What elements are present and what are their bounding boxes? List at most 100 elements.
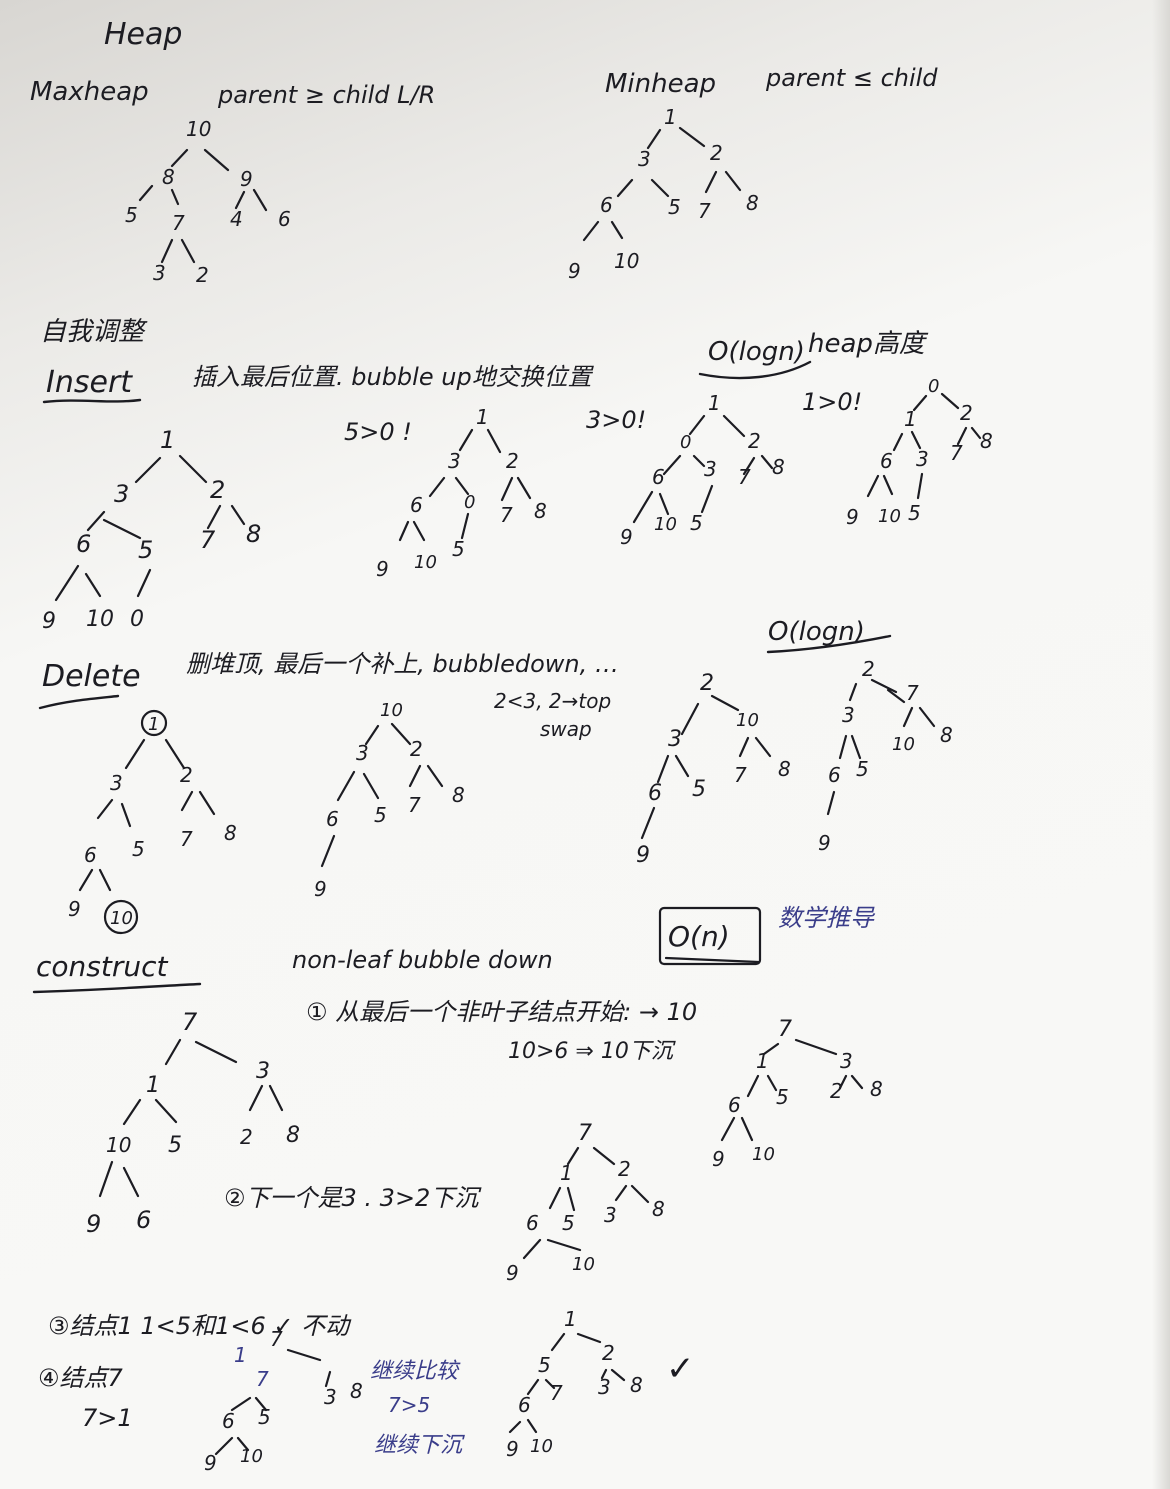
tree-node: 10 [572, 1254, 595, 1275]
construct-tree-step-1: 7 1 3 6 5 2 8 9 10 [712, 1017, 883, 1171]
tree-node: 3 [114, 480, 129, 508]
tree-node: 1 [148, 714, 159, 735]
construct-tree-step-2: 7 1 2 6 5 3 8 9 10 [506, 1121, 665, 1285]
construct-step-2: ②下一个是3 . 3>2下沉 [224, 1184, 482, 1212]
tree-node: 5 [690, 511, 703, 535]
box-underline [664, 956, 760, 964]
tree-node: 0 [680, 432, 691, 453]
maxheap-rule: parent ≥ child L/R [217, 81, 435, 109]
tree-node: 1 [234, 1343, 247, 1367]
tree-node: 9 [42, 609, 56, 634]
tree-node: 5 [132, 837, 145, 861]
maxheap-tree: 10 8 9 5 7 4 6 3 2 [125, 117, 291, 287]
tree-node: 0 [464, 492, 475, 513]
tree-node: 8 [350, 1379, 363, 1403]
tree-node: 9 [846, 505, 859, 529]
tree-node: 9 [86, 1210, 101, 1238]
delete-tree-2: 10 3 2 6 5 7 8 9 [314, 700, 465, 901]
tree-node: 8 [772, 455, 785, 479]
tree-node: 3 [916, 447, 929, 471]
tree-node: 10 [186, 117, 211, 141]
insert-step-1: 5>0 ! [344, 418, 412, 446]
insert-description: 插入最后位置. bubble up地交换位置 [192, 363, 595, 391]
tree-node: 2 [506, 449, 519, 473]
tree-node: 10 [110, 908, 133, 929]
tree-node: 1 [756, 1049, 769, 1073]
construct-step-1b: 10>6 ⇒ 10下沉 [508, 1039, 676, 1064]
tree-node: 6 [526, 1211, 539, 1235]
tree-node: 7 [698, 199, 711, 223]
tree-node: 1 [904, 407, 917, 431]
tree-node: 3 [448, 449, 461, 473]
tree-node: 8 [746, 191, 759, 215]
tree-node: 5 [125, 203, 138, 227]
tree-node: 10 [614, 249, 639, 273]
tree-node: 2 [210, 476, 225, 504]
tree-node: 3 [842, 703, 855, 727]
tree-node: 10 [892, 734, 915, 755]
tree-node: 10 [736, 710, 759, 731]
construct-underline [32, 982, 202, 994]
delete-tree-4: 2 3 7 6 5 10 8 9 [818, 657, 953, 855]
tree-node: 7 [408, 793, 421, 817]
delete-complexity: O(logn) [768, 617, 865, 647]
insert-complexity: O(logn) [708, 337, 805, 367]
tree-node: 3 [604, 1203, 617, 1227]
tree-node: 9 [204, 1451, 217, 1475]
tree-node: 8 [652, 1197, 665, 1221]
tree-node: 2 [830, 1079, 843, 1103]
tree-node: 8 [940, 723, 953, 747]
tree-node: 7 [256, 1367, 269, 1391]
complexity-underline [698, 360, 812, 380]
tree-node: 10 [414, 552, 437, 573]
insert-tree-3: 1 0 2 6 3 7 8 9 10 5 [620, 391, 785, 549]
tree-node: 2 [410, 737, 423, 761]
tree-node: 6 [84, 843, 97, 867]
tree-node: 8 [534, 499, 547, 523]
tree-node: 5 [692, 777, 706, 802]
tree-node: 2 [602, 1341, 615, 1365]
minheap-label: Minheap [605, 69, 716, 99]
tree-node: 6 [518, 1393, 531, 1417]
tree-node: 3 [356, 741, 369, 765]
tree-node: 2 [862, 657, 875, 681]
tree-node: 8 [162, 165, 175, 189]
tree-node: 5 [562, 1211, 575, 1235]
maxheap-label: Maxheap [30, 77, 149, 107]
tree-node: 7 [180, 827, 193, 851]
complexity-box [658, 906, 762, 966]
tree-node: 5 [856, 757, 869, 781]
tree-node: 3 [110, 771, 123, 795]
tree-node: 9 [636, 843, 650, 868]
tree-node: 8 [630, 1373, 643, 1397]
tree-node: 10 [654, 514, 677, 535]
tree-node: 2 [618, 1157, 631, 1181]
insert-tree-2: 1 3 2 6 0 7 8 9 10 5 [376, 405, 547, 581]
tree-node: 7 [578, 1121, 592, 1146]
construct-description: non-leaf bubble down [292, 946, 553, 974]
delete-description: 删堆顶, 最后一个补上, bubbledown, … [186, 650, 619, 678]
tree-node: 6 [326, 807, 339, 831]
tree-node: 6 [278, 207, 291, 231]
construct-step-3: ③结点1 1<5和1<6 ✓ 不动 [48, 1312, 352, 1340]
tree-node: 8 [778, 757, 791, 781]
tree-node: 3 [638, 147, 651, 171]
tree-node: 7 [906, 681, 919, 705]
tree-node: 5 [374, 803, 387, 827]
tree-node: 9 [568, 259, 581, 283]
tree-node: 8 [452, 783, 465, 807]
delete-complexity-underline [766, 634, 892, 654]
tree-node: 10 [240, 1446, 263, 1467]
tree-node: 7 [270, 1327, 283, 1351]
tree-node: 3 [256, 1059, 270, 1084]
tree-node: 0 [928, 376, 939, 397]
tree-node: 5 [258, 1405, 271, 1429]
tree-node: 0 [130, 607, 144, 632]
tree-node: 4 [230, 207, 243, 231]
circled-node [140, 709, 168, 737]
tree-node: 7 [734, 763, 747, 787]
tree-node: 7 [182, 1008, 198, 1036]
tree-node: 2 [748, 429, 761, 453]
tree-node: 5 [138, 536, 153, 564]
